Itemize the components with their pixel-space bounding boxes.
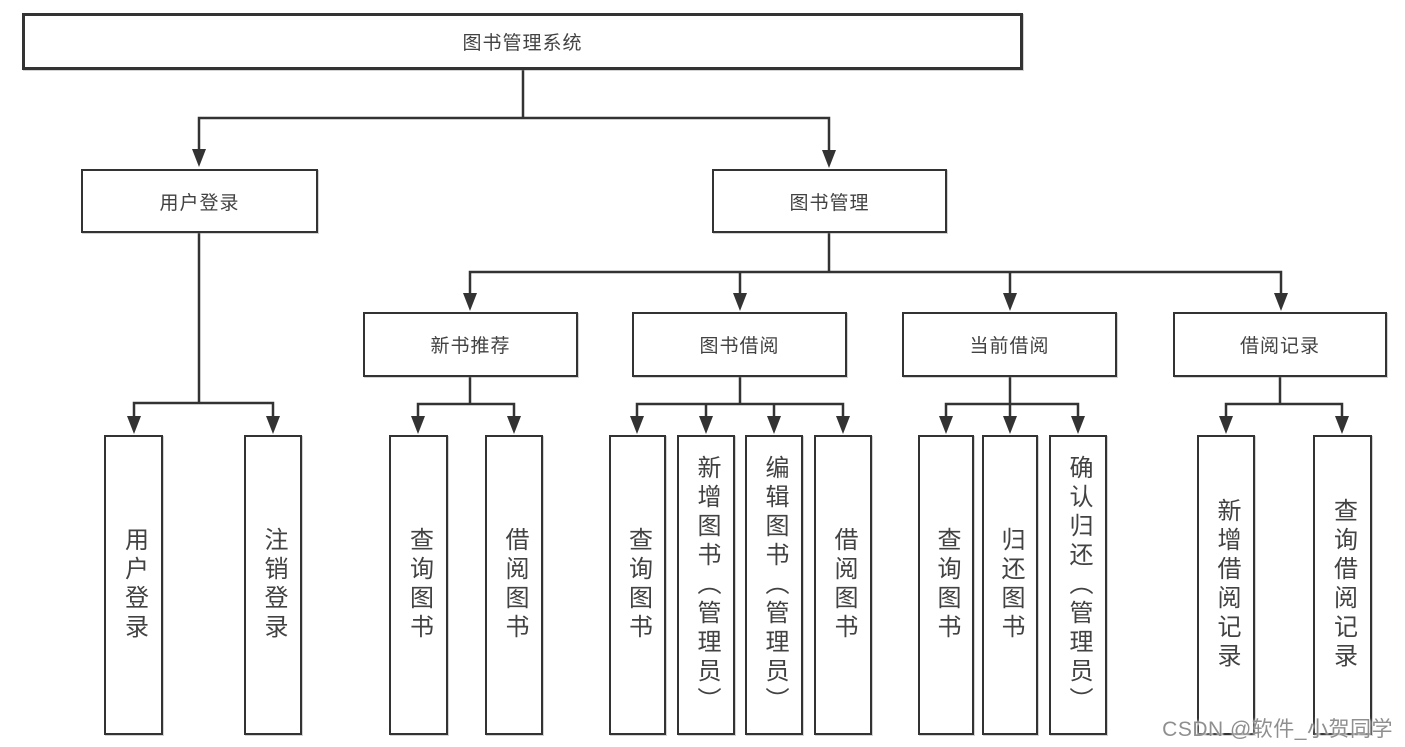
leaf-confirm-return-admin: 确认归还（管理员） (1049, 435, 1107, 735)
connector-lines (132, 68, 1344, 421)
leaf-edit-book-admin: 编辑图书（管理员） (745, 435, 803, 735)
arrowhead (1003, 416, 1017, 434)
leaf-return-books: 归还图书 (982, 435, 1038, 735)
arrowhead (411, 416, 425, 434)
leaf-query-books-current: 查询图书 (918, 435, 974, 735)
leaf-add-borrow-record: 新增借阅记录 (1197, 435, 1255, 735)
arrowhead (463, 293, 477, 311)
node-book-management: 图书管理 (712, 169, 947, 233)
arrowhead (630, 416, 644, 434)
arrowhead (1003, 293, 1017, 311)
arrowhead (699, 416, 713, 434)
arrowhead (192, 149, 206, 167)
leaf-borrow-books: 借阅图书 (814, 435, 872, 735)
arrowhead (822, 150, 836, 168)
arrowhead (1071, 416, 1085, 434)
leaf-query-books-recommend: 查询图书 (389, 435, 448, 735)
arrowhead (767, 416, 781, 434)
node-borrow-records: 借阅记录 (1173, 312, 1387, 377)
arrowheads (127, 149, 1349, 434)
leaf-user-login: 用户登录 (104, 435, 163, 735)
node-new-book-recommend: 新书推荐 (363, 312, 578, 377)
arrowhead (939, 416, 953, 434)
node-current-borrow: 当前借阅 (902, 312, 1117, 377)
arrowhead (1274, 293, 1288, 311)
leaf-query-borrow-record: 查询借阅记录 (1313, 435, 1372, 735)
arrowhead (127, 416, 141, 434)
leaf-add-book-admin: 新增图书（管理员） (677, 435, 735, 735)
arrowhead (836, 416, 850, 434)
node-root: 图书管理系统 (22, 13, 1023, 70)
leaf-borrow-books-recommend: 借阅图书 (485, 435, 543, 735)
leaf-logout: 注销登录 (244, 435, 302, 735)
arrowhead (507, 416, 521, 434)
node-book-borrow: 图书借阅 (632, 312, 847, 377)
arrowhead (1219, 416, 1233, 434)
arrowhead (1335, 416, 1349, 434)
node-user-login: 用户登录 (81, 169, 318, 233)
arrowhead (266, 416, 280, 434)
leaf-query-books-borrow: 查询图书 (609, 435, 666, 735)
watermark: CSDN @软件_小贺同学 (1162, 718, 1393, 741)
arrowhead (733, 293, 747, 311)
